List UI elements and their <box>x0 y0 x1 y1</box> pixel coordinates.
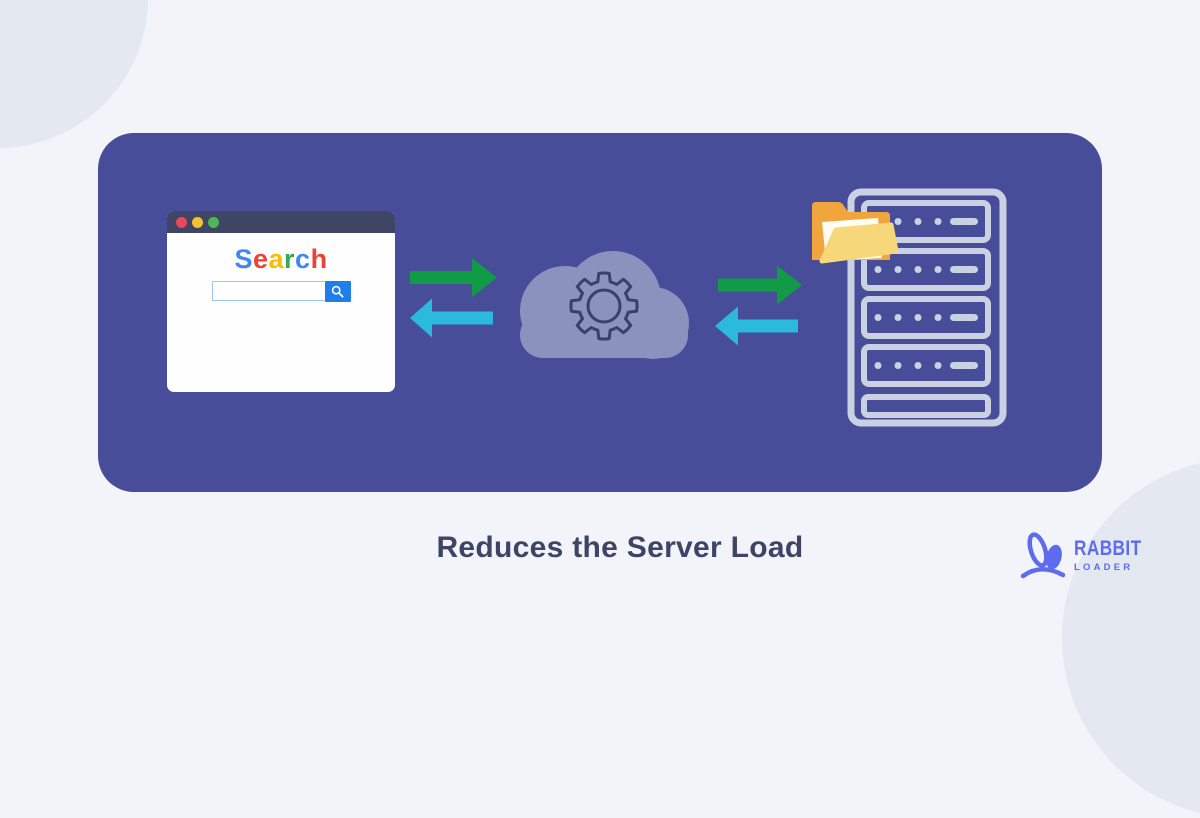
search-heading: Search <box>167 246 395 273</box>
window-dot-minimize[interactable] <box>192 216 203 228</box>
rabbit-icon <box>1020 532 1066 579</box>
server-rack-icon <box>847 188 1007 427</box>
request-arrow-cloud-to-server <box>718 265 802 305</box>
rabbitloader-logo: RABBIT LOADER <box>1018 526 1156 584</box>
server-bottom-bay <box>861 394 991 418</box>
search-letter: S <box>234 244 253 274</box>
response-arrow-cloud-to-browser <box>410 298 493 338</box>
window-dot-close[interactable] <box>176 216 187 228</box>
caption-text: Reduces the Server Load <box>436 531 804 564</box>
search-letter: r <box>284 244 296 274</box>
logo-brand-loader: LOADER <box>1074 561 1134 573</box>
server-row <box>861 248 991 291</box>
search-icon <box>331 285 344 298</box>
server-row <box>861 344 991 387</box>
browser-titlebar <box>167 211 395 233</box>
browser-window: Search <box>167 211 395 392</box>
folder-icon <box>812 202 899 264</box>
search-input[interactable] <box>211 281 325 301</box>
search-button[interactable] <box>324 281 351 302</box>
search-letter: e <box>252 244 269 274</box>
gear-icon <box>569 271 639 341</box>
search-letter: c <box>295 244 311 274</box>
response-arrow-server-to-cloud <box>715 306 798 346</box>
flow-diagram <box>410 188 1007 427</box>
search-letter: h <box>310 244 328 274</box>
cdn-cloud-icon <box>520 251 689 359</box>
request-arrow-browser-to-cloud <box>410 258 497 297</box>
search-bar <box>167 281 395 302</box>
search-letter: a <box>268 244 285 274</box>
server-row <box>861 296 991 339</box>
logo-brand-rabbit: RABBIT <box>1074 536 1142 560</box>
window-dot-maximize[interactable] <box>208 216 219 228</box>
